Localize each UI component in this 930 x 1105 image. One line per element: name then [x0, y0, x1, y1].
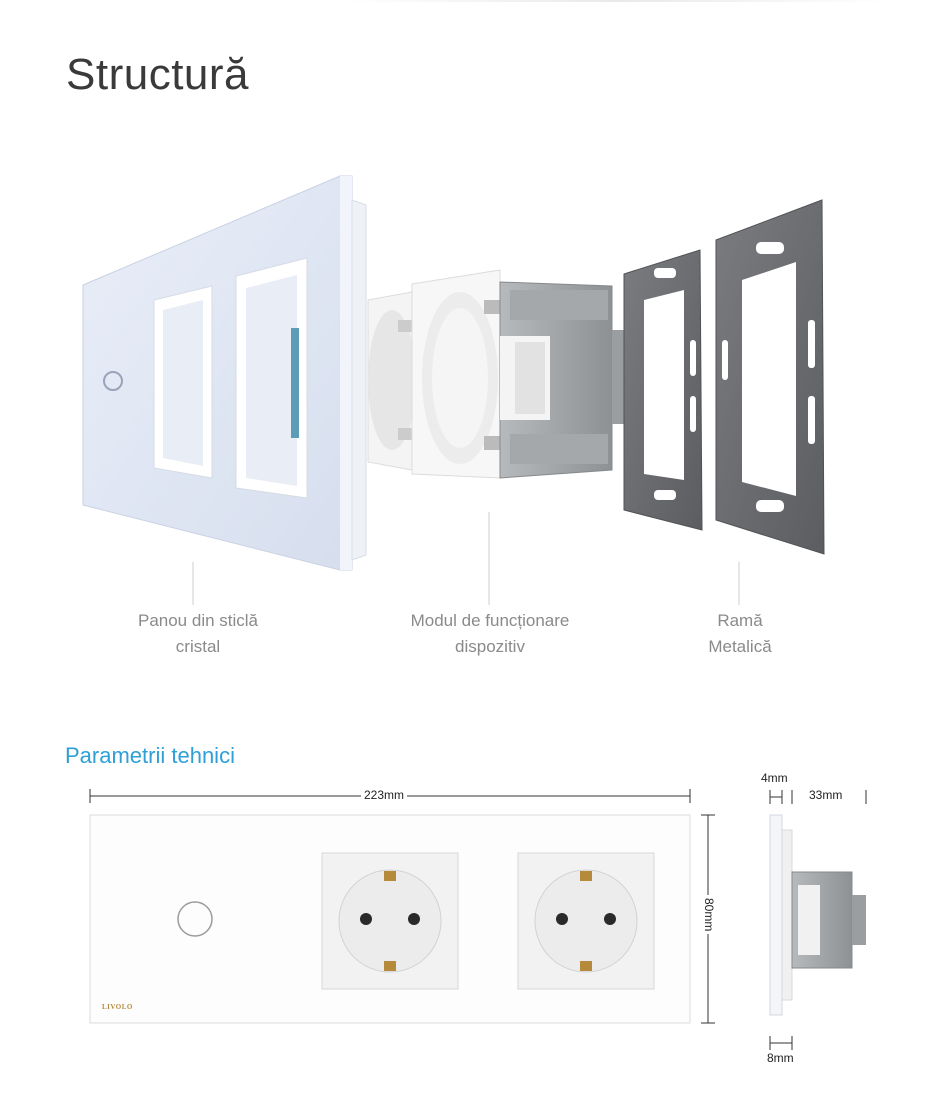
dim-width: 223mm: [361, 788, 408, 802]
touch-button-icon: [177, 901, 213, 937]
page-title: Structură: [66, 50, 250, 99]
socket-front-1: [321, 852, 459, 990]
front-view: [89, 814, 691, 1024]
tech-params-heading: Parametrii tehnici: [65, 743, 235, 768]
socket-module: [367, 269, 634, 479]
dim-height: 80mm: [702, 895, 716, 935]
label-glass-panel: Panou din sticlă cristal: [137, 611, 259, 656]
metal-frame-large: [715, 199, 825, 555]
brand-logo: LIVOLO: [102, 1003, 133, 1011]
top-divider: [345, 0, 890, 2]
label-metal-frame: Ramă Metalică: [708, 611, 772, 656]
glass-panel: [82, 175, 367, 571]
metal-frame-small: [623, 249, 703, 531]
side-view: [769, 814, 866, 1016]
dim-depth: 33mm: [806, 788, 846, 802]
label-module: Modul de funcționare dispozitiv: [410, 611, 570, 656]
dim-glass-thickness: 4mm: [758, 771, 791, 785]
socket-front-2: [517, 852, 655, 990]
touch-button-icon: [103, 371, 123, 391]
dim-frame-thickness: 8mm: [764, 1051, 797, 1065]
